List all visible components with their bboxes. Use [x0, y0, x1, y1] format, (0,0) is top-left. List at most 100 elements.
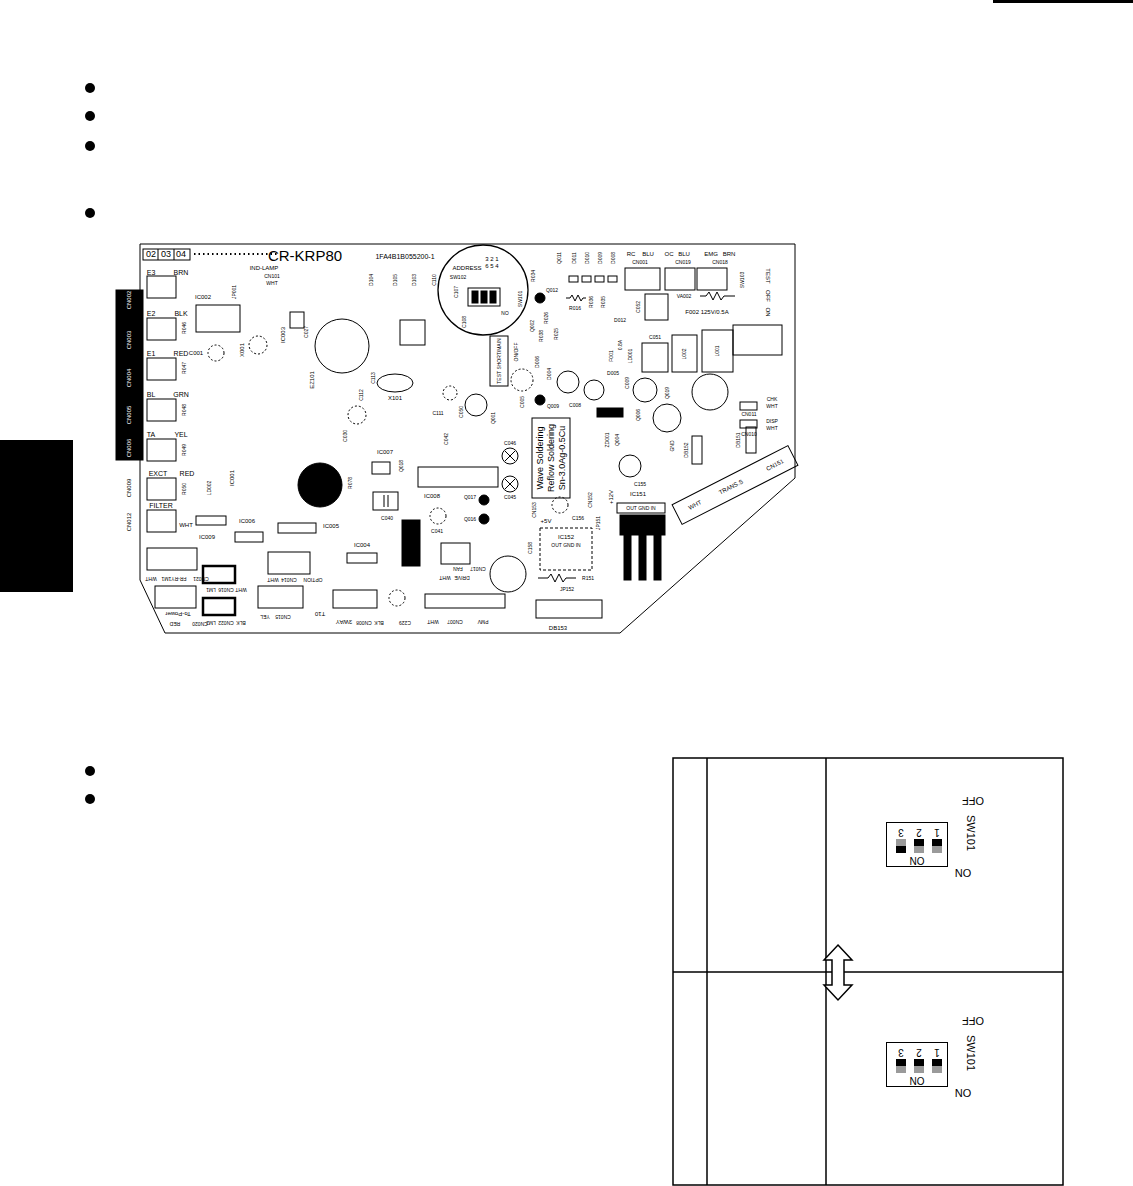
silkscreen-label: IC002	[195, 294, 211, 300]
silkscreen-label: CHK	[767, 397, 778, 402]
silkscreen-label: Q017	[464, 495, 476, 500]
silkscreen-label: ON	[765, 308, 771, 317]
section-tab	[0, 440, 73, 592]
silkscreen-label: GRN	[173, 391, 189, 398]
silkscreen-label: WHT	[766, 426, 777, 431]
silkscreen-label: CN018	[712, 260, 728, 265]
silkscreen-label: PMV	[478, 619, 489, 624]
silkscreen-label: EZ101	[309, 371, 315, 389]
silkscreen-label: D010	[585, 252, 590, 264]
silkscreen-label: C009	[625, 377, 630, 389]
silkscreen-label: CN017	[470, 566, 486, 571]
silkscreen-label: IC005	[323, 523, 339, 529]
silkscreen-label: R036	[589, 296, 594, 308]
silkscreen-label: 6 5 4	[485, 263, 498, 269]
silkscreen-label: C110	[432, 274, 437, 286]
silkscreen-label: WHT	[688, 499, 703, 511]
silkscreen-label: R049	[182, 444, 187, 456]
silkscreen-label: BRN	[723, 251, 736, 257]
silkscreen-label: ZD001	[605, 432, 610, 447]
silkscreen-label: BLU	[678, 251, 690, 257]
silkscreen-label: TEST	[765, 268, 771, 283]
silkscreen-label: OUT GND IN	[626, 506, 655, 511]
silkscreen-label: +12V	[608, 490, 614, 504]
silkscreen-label: D104	[369, 274, 374, 286]
switch-table	[673, 758, 1063, 1185]
silkscreen-label: Q004	[615, 434, 620, 446]
silkscreen-label: X101	[388, 395, 402, 401]
silkscreen-label: ON/OFF	[514, 343, 519, 362]
switch-label: 3	[898, 1047, 904, 1057]
switch-label: 1	[934, 1047, 940, 1057]
silkscreen-label: R078	[348, 477, 353, 489]
silkscreen-label: 02	[146, 250, 156, 259]
silkscreen-label: TEST SHORT/MAIN	[497, 338, 502, 383]
silkscreen-label: R048	[182, 404, 187, 416]
silkscreen-label: CN021	[193, 576, 209, 581]
silkscreen-label: BL	[147, 391, 156, 398]
silkscreen-label: CN153	[532, 502, 537, 518]
silkscreen-label: FAN	[453, 566, 463, 571]
silkscreen-label: C113	[371, 372, 376, 384]
silkscreen-label: RC	[627, 251, 636, 257]
silkscreen-label: CN015	[275, 614, 291, 619]
silkscreen-label: SW102	[450, 275, 466, 280]
silkscreen-label: R025	[554, 328, 559, 340]
dip-switch: ONSW101OFF123ON	[880, 790, 985, 882]
silkscreen-label: DB151	[736, 432, 741, 447]
silkscreen-label: CN009	[126, 479, 132, 498]
silkscreen-label: RED	[174, 350, 189, 357]
silkscreen-label: CN019	[675, 260, 691, 265]
silkscreen-label: TA	[147, 431, 155, 438]
silkscreen-label: ON	[501, 310, 509, 315]
header-rule	[993, 0, 1133, 3]
silkscreen-label: BLK	[374, 620, 383, 625]
silkscreen-label: C108	[462, 316, 467, 328]
silkscreen-label: R046	[182, 322, 187, 334]
silkscreen-label: BLK	[236, 620, 245, 625]
silkscreen-label: CN016	[218, 587, 234, 592]
silkscreen-label: WHT	[267, 577, 278, 582]
silkscreen-label: 0.8A	[618, 340, 623, 350]
silkscreen-label: D004	[547, 368, 552, 380]
silkscreen-label: EXCT	[149, 470, 168, 477]
silkscreen-label: Wave Soldering	[536, 426, 545, 489]
silkscreen-label: D009	[598, 252, 603, 264]
switch-lever	[896, 839, 906, 853]
silkscreen-label: C027	[304, 326, 309, 338]
silkscreen-label: LD001	[628, 349, 633, 364]
switch-label: 3	[898, 827, 904, 837]
silkscreen-label: E2	[147, 310, 156, 317]
silkscreen-label: OFF	[765, 290, 771, 302]
silkscreen-label: D012	[614, 318, 626, 323]
silkscreen-label: GND	[670, 440, 675, 451]
silkscreen-label: R151	[582, 576, 594, 581]
silkscreen-label: CN007	[447, 619, 463, 624]
silkscreen-label: C052	[636, 301, 641, 313]
switch-label: OFF	[962, 795, 984, 806]
silkscreen-label: R047	[182, 362, 187, 374]
silkscreen-label: X001	[239, 343, 245, 357]
silkscreen-label: WHT	[766, 404, 777, 409]
switch-label: SW101	[965, 1035, 976, 1071]
silkscreen-label: R035	[601, 296, 606, 308]
silkscreen-label: E1	[147, 350, 156, 357]
silkscreen-label: F002 125V/0.5A	[685, 309, 728, 315]
silkscreen-label: R016	[569, 306, 581, 311]
silkscreen-label: 03	[161, 250, 171, 259]
silkscreen-label: Reflow Soldering	[547, 424, 556, 492]
switch-lever	[914, 839, 924, 853]
silkscreen-label: CN012	[126, 513, 132, 532]
silkscreen-label: C046	[504, 441, 516, 446]
silkscreen-label: TRANS.S	[718, 478, 744, 495]
silkscreen-label: C229	[399, 620, 411, 625]
silkscreen-label: LD002	[207, 481, 212, 496]
silkscreen-label: BLK	[174, 310, 187, 317]
silkscreen-label: C045	[504, 495, 516, 500]
dip-switch: ONSW101OFF123ON	[880, 1010, 985, 1102]
silkscreen-label: C155	[634, 482, 646, 487]
silkscreen-label: DRIVE	[454, 575, 469, 580]
silkscreen-label: 3 2 1	[485, 256, 498, 262]
